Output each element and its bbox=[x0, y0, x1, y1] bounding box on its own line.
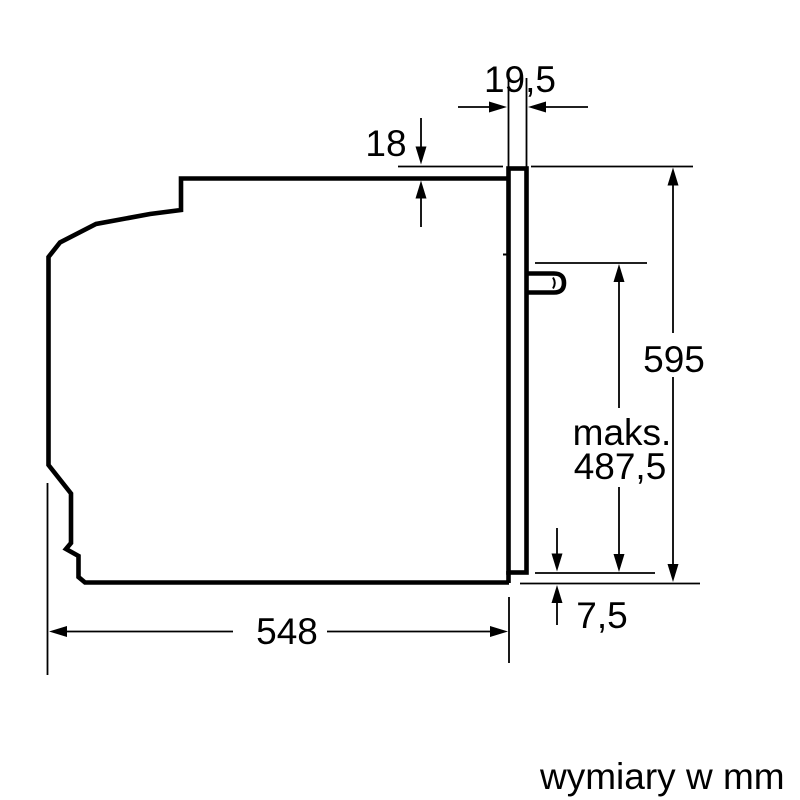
arrowhead-up-icon bbox=[415, 180, 427, 199]
arrowhead-right-icon bbox=[489, 101, 507, 113]
dimension-max-height: maks. 487,5 bbox=[535, 262, 672, 572]
dimension-bottom-gap: 7,5 bbox=[520, 528, 700, 636]
arrowhead-down-icon bbox=[613, 554, 625, 572]
oven-front-frame bbox=[506, 166, 529, 575]
dim-label-548: 548 bbox=[256, 611, 318, 652]
arrowhead-down-icon bbox=[667, 564, 679, 582]
arrowhead-left-icon bbox=[49, 626, 67, 637]
door-handle bbox=[527, 271, 567, 295]
arrowhead-down-icon bbox=[551, 553, 563, 572]
arrowhead-left-icon bbox=[528, 101, 546, 113]
arrowhead-up-icon bbox=[551, 585, 563, 603]
arrowhead-up-icon bbox=[613, 264, 625, 282]
units-caption: wymiary w mm bbox=[539, 756, 785, 797]
dim-label-19-5: 19,5 bbox=[484, 59, 556, 100]
door-handle-end-arc bbox=[552, 276, 556, 290]
arrowhead-up-icon bbox=[667, 167, 679, 186]
oven-body-outline bbox=[46, 176, 509, 585]
dim-label-maks: maks. bbox=[573, 412, 672, 453]
dimension-body-depth: 548 bbox=[46, 483, 510, 675]
dim-label-18: 18 bbox=[365, 123, 406, 164]
dimension-total-height: 595 bbox=[531, 165, 705, 582]
dim-label-7-5: 7,5 bbox=[576, 595, 627, 636]
dimension-top-offset: 18 bbox=[365, 118, 503, 227]
arrowhead-right-icon bbox=[490, 626, 508, 637]
arrowhead-down-icon bbox=[415, 146, 427, 165]
dim-label-595: 595 bbox=[643, 339, 705, 380]
dim-label-487-5: 487,5 bbox=[574, 446, 667, 487]
oven-side-profile bbox=[46, 166, 567, 585]
dimension-front-frame-depth: 19,5 bbox=[458, 59, 588, 167]
